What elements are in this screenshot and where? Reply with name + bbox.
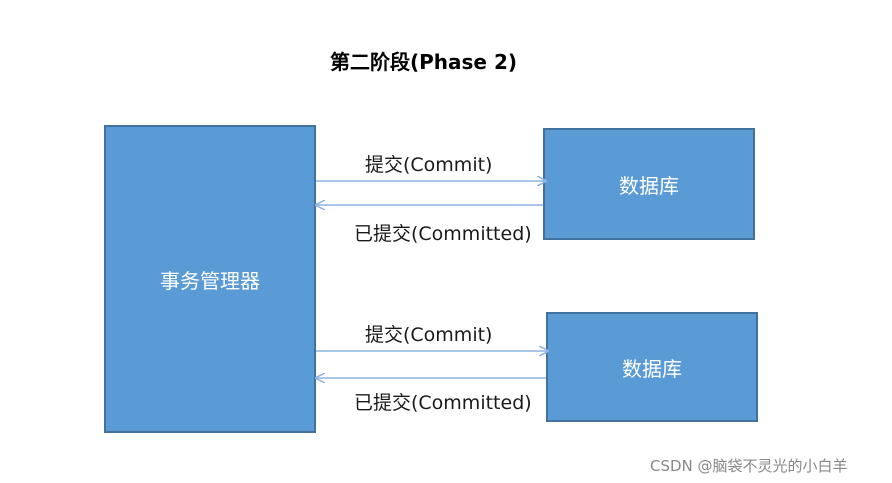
- database-box-1: 数据库: [543, 128, 755, 240]
- commit-label-1: 提交(Commit): [365, 154, 493, 176]
- watermark: CSDN @脑袋不灵光的小白羊: [650, 457, 848, 475]
- database-label-2: 数据库: [622, 356, 682, 381]
- diagram-title: 第二阶段(Phase 2): [330, 50, 518, 74]
- committed-label-1: 已提交(Committed): [354, 223, 532, 245]
- transaction-manager-label: 事务管理器: [160, 268, 260, 293]
- transaction-manager-box: 事务管理器: [104, 125, 316, 433]
- database-label-1: 数据库: [619, 173, 679, 198]
- commit-label-2: 提交(Commit): [365, 324, 493, 346]
- database-box-2: 数据库: [546, 312, 758, 422]
- committed-label-2: 已提交(Committed): [354, 392, 532, 414]
